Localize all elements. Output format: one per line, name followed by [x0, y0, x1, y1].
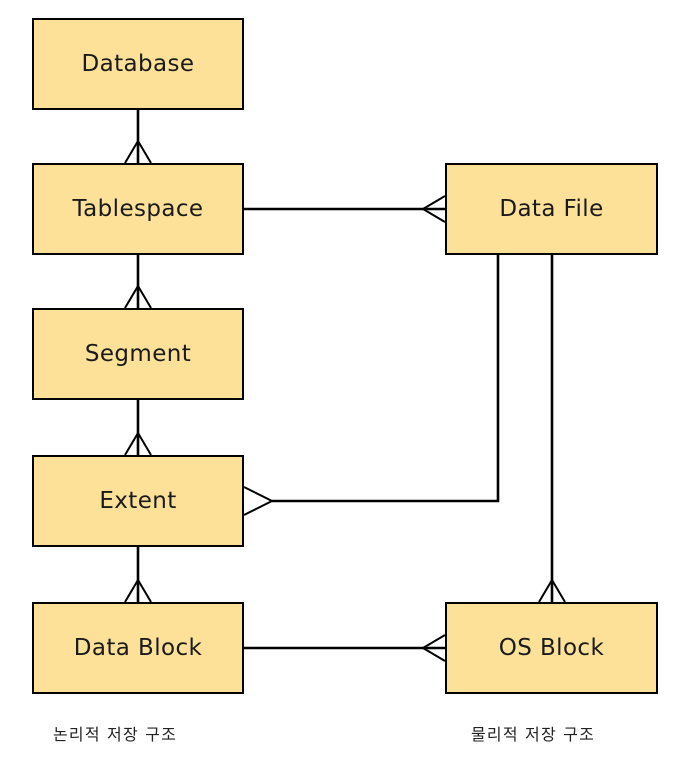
- entity-database[interactable]: Database: [32, 18, 244, 110]
- connector-segment-extent: [124, 400, 152, 456]
- entity-label-database: Database: [81, 50, 195, 77]
- connector-datafile-extent: [243, 255, 500, 516]
- connector-datafile-osblock: [538, 255, 566, 603]
- connector-extent-datablock: [124, 547, 152, 603]
- entity-label-data-block: Data Block: [73, 634, 203, 661]
- entity-label-data-file: Data File: [499, 195, 604, 222]
- caption-logical-storage-structure: 논리적 저장 구조: [53, 725, 178, 744]
- entity-segment[interactable]: Segment: [32, 308, 244, 400]
- entity-label-extent: Extent: [99, 487, 177, 514]
- entity-tablespace[interactable]: Tablespace: [32, 163, 244, 255]
- caption-physical-storage-structure: 물리적 저장 구조: [471, 725, 596, 744]
- entity-data-block[interactable]: Data Block: [32, 602, 244, 694]
- entity-extent[interactable]: Extent: [32, 455, 244, 547]
- connector-database-tablespace: [124, 110, 152, 164]
- connector-tablespace-segment: [124, 255, 152, 309]
- entity-label-os-block: OS Block: [498, 634, 605, 661]
- entity-data-file[interactable]: Data File: [445, 163, 658, 255]
- entity-os-block[interactable]: OS Block: [445, 602, 658, 694]
- connector-datablock-osblock: [244, 634, 446, 662]
- entity-label-tablespace: Tablespace: [72, 195, 204, 222]
- entity-label-segment: Segment: [84, 340, 192, 367]
- connector-tablespace-datafile: [244, 195, 446, 223]
